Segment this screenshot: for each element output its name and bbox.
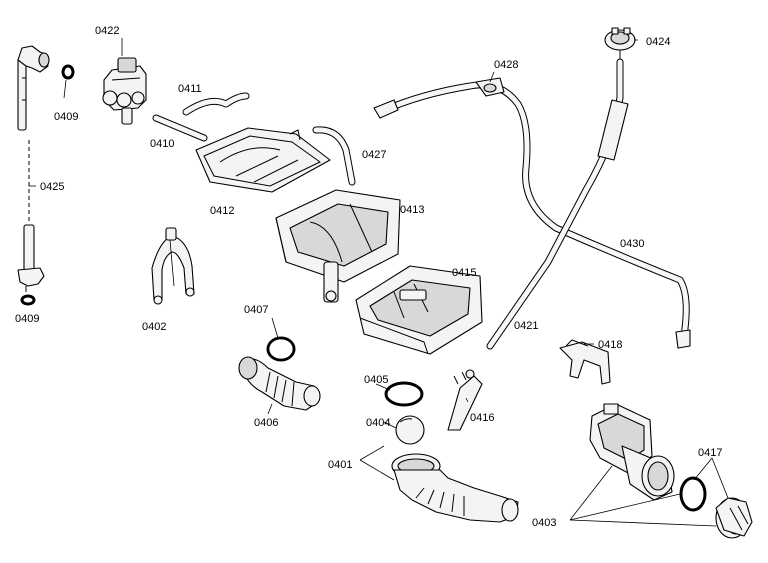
part-0422-inlet-valve: [102, 57, 147, 125]
part-0402-siphon: [151, 227, 195, 305]
part-0409-washer-top: [61, 64, 75, 80]
part-0407-seal-ring: [266, 336, 296, 362]
label-0405: 0405: [364, 374, 388, 386]
leader-lines: [29, 38, 729, 527]
label-0413: 0413: [400, 204, 424, 216]
part-labels: 0422 0409 0411 0410 0412 0427 0413 0425 …: [15, 25, 722, 529]
label-0422: 0422: [95, 25, 119, 37]
label-0409-bottom: 0409: [15, 313, 39, 325]
part-0416-sensor: [447, 369, 483, 431]
part-0409-washer-bottom: [20, 294, 36, 306]
label-0430: 0430: [620, 238, 644, 250]
label-0415: 0415: [452, 267, 476, 279]
part-0417-pump-filter: [715, 497, 753, 539]
part-0411-hose: [182, 92, 250, 116]
label-0427: 0427: [362, 149, 386, 161]
part-0406-bellows-hose: [238, 356, 321, 411]
label-0404: 0404: [366, 417, 390, 429]
label-0416: 0416: [470, 412, 494, 424]
part-0417-seal-ring: [679, 476, 707, 512]
part-0403-drain-pump: [589, 403, 675, 501]
part-0413-dispenser-housing: [275, 189, 401, 303]
part-0412-dispenser-cover: [195, 127, 331, 193]
label-0409-top: 0409: [54, 111, 78, 123]
part-0415-detergent-drawer: [355, 265, 483, 355]
label-0418: 0418: [598, 339, 622, 351]
part-0405-seal-ring: [384, 381, 424, 407]
label-0410: 0410: [150, 138, 174, 150]
label-0403: 0403: [532, 517, 556, 529]
part-0421-pressure-tube: [486, 58, 629, 350]
label-0406: 0406: [254, 417, 278, 429]
part-0430-drain-hose: [373, 81, 691, 349]
part-0427-hose: [312, 126, 356, 186]
label-0428: 0428: [494, 59, 518, 71]
label-0411: 0411: [178, 83, 202, 95]
part-0418-bracket: [559, 339, 611, 385]
label-0401: 0401: [328, 459, 352, 471]
label-0425: 0425: [40, 181, 64, 193]
label-0421: 0421: [514, 320, 538, 332]
label-0424: 0424: [646, 36, 670, 48]
part-0424-pressure-switch: [604, 27, 636, 60]
label-0412: 0412: [210, 205, 234, 217]
part-0401-sump-hose: [391, 453, 519, 523]
part-0428-hose-clip: [475, 77, 505, 97]
label-0402: 0402: [142, 321, 166, 333]
part-0425-fill-hose: [17, 45, 50, 292]
part-0404-ball: [395, 415, 425, 445]
label-0417: 0417: [698, 447, 722, 459]
label-0407: 0407: [244, 304, 268, 316]
part-0410-tube: [152, 114, 208, 142]
